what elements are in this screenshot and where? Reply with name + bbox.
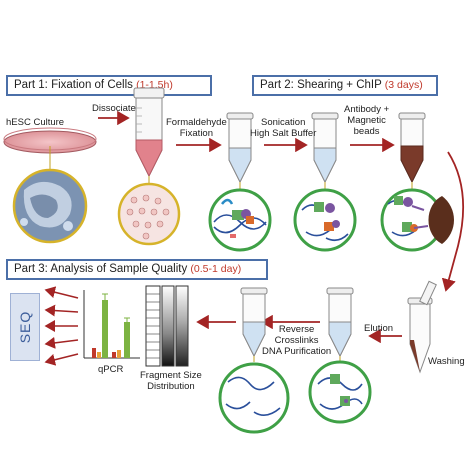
microtube-purified: [240, 287, 268, 358]
hesc-colony-image: [12, 168, 88, 244]
microtube-fixed: [226, 112, 254, 184]
label-fixation-line1: Formaldehyde: [166, 117, 227, 128]
label-fragment-size: Fragment Size Distribution: [140, 370, 202, 392]
crosslinked-chromatin-image: [208, 188, 272, 252]
part1-title: Part 1: Fixation of Cells: [14, 79, 133, 91]
purified-dna-image: [218, 362, 290, 434]
label-washing: Washing: [428, 356, 465, 367]
microtube-sheared: [311, 112, 339, 184]
label-elution: Elution: [364, 323, 394, 334]
washing-tube: [407, 280, 437, 374]
bead-binding-image: [380, 188, 455, 252]
part3-title: Part 3: Analysis of Sample Quality: [14, 263, 188, 275]
part2-duration: (3 days): [384, 79, 423, 91]
eluted-chromatin-image: [308, 360, 372, 424]
microtube-eluate: [326, 287, 354, 358]
label-sonication-line2: High Salt Buffer: [250, 128, 317, 139]
label-antibody-line1: Antibody +: [344, 104, 390, 115]
label-reverse-line1: Reverse: [278, 324, 315, 335]
fragment-size-gel: [145, 285, 189, 367]
part2-header: Part 2: Shearing + ChIP (3 days): [252, 75, 438, 96]
arrow-to-washing: [441, 151, 465, 292]
label-dissociate: Dissociate: [92, 103, 136, 114]
part3-header: Part 3: Analysis of Sample Quality (0.5-…: [6, 259, 268, 280]
microtube-ip: [398, 112, 426, 184]
part2-title: Part 2: Shearing + ChIP: [260, 79, 382, 91]
qpcr-chart: [83, 290, 140, 359]
seq-arrows: [44, 286, 79, 366]
label-antibody: Antibody + Magnetic beads: [344, 104, 389, 137]
sheared-chromatin-image: [293, 188, 357, 252]
conical-tube: [133, 87, 165, 178]
seq-label: SEQ: [17, 310, 33, 344]
label-antibody-line3: beads: [353, 126, 380, 137]
label-fragment-line2: Distribution: [147, 381, 195, 392]
label-sonication-line1: Sonication: [261, 117, 306, 128]
label-qpcr: qPCR: [98, 364, 124, 375]
label-reverse-crosslinks: Reverse Crosslinks DNA Purification: [262, 324, 331, 357]
part3-duration: (0.5-1 day): [190, 263, 242, 275]
label-sonication: Sonication High Salt Buffer: [250, 117, 316, 139]
label-hesc-culture: hESC Culture: [6, 117, 65, 128]
seq-box: SEQ: [10, 293, 40, 361]
label-fragment-line1: Fragment Size: [140, 370, 202, 381]
dissociated-cells-image: [117, 182, 181, 246]
label-reverse-line2: Crosslinks: [274, 335, 319, 346]
label-antibody-line2: Magnetic: [347, 115, 386, 126]
label-reverse-line3: DNA Purification: [262, 346, 332, 357]
label-fixation: Formaldehyde Fixation: [166, 117, 227, 139]
label-fixation-line2: Fixation: [179, 128, 213, 139]
part1-header: Part 1: Fixation of Cells (1-1.5h): [6, 75, 212, 96]
